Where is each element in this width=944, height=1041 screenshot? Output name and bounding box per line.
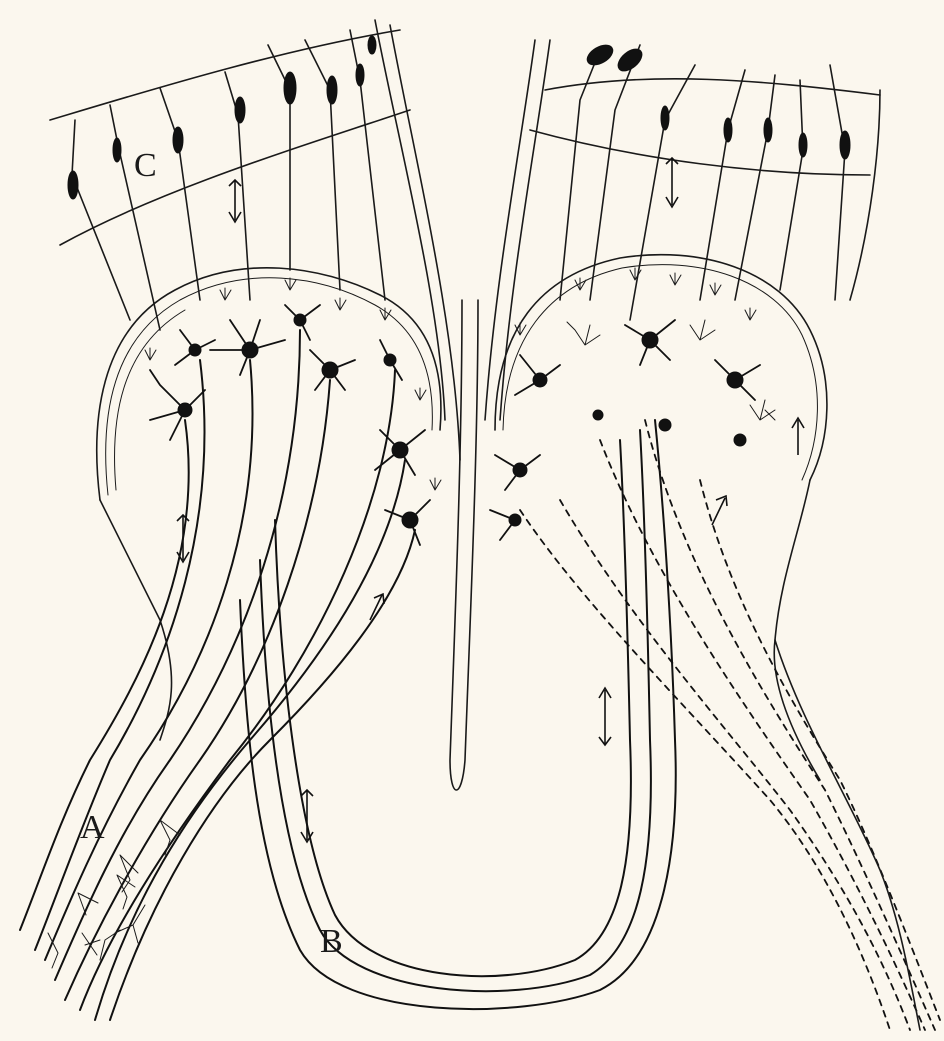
label-a: A xyxy=(80,809,105,846)
right-olfactory-bulb xyxy=(490,255,827,780)
right-epithelium xyxy=(485,40,880,420)
label-b: B xyxy=(320,923,343,960)
label-c: C xyxy=(134,147,157,184)
left-olfactory-bulb xyxy=(97,268,441,740)
midline-septum xyxy=(450,300,478,790)
left-epithelium xyxy=(50,20,460,460)
right-dashed-tract xyxy=(520,420,940,1030)
left-mitral-cells xyxy=(145,278,441,545)
left-tract xyxy=(20,330,611,1020)
